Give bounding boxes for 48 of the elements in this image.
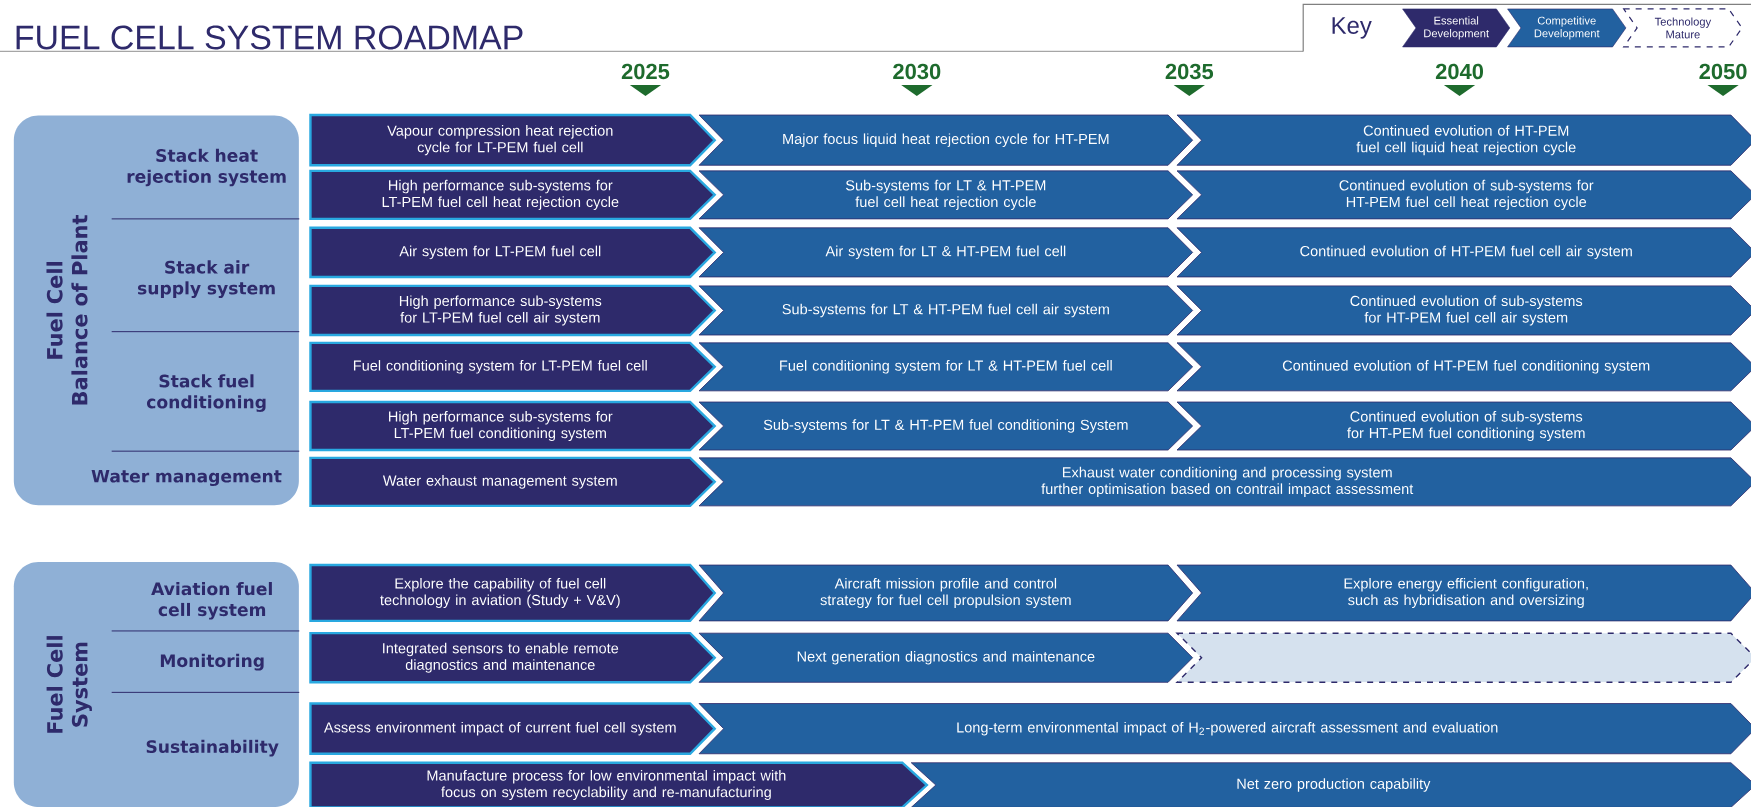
node-label: Continued evolution of HT-PEM fuel conditioning system xyxy=(1282,359,1650,374)
row-heading: Stack heat rejection system xyxy=(127,148,286,187)
roadmap-bar: Sub-systems for LT & HT-PEM fuel conditioning System xyxy=(698,401,1194,451)
node-label: Continued evolution of HT-PEM fuel cell air system xyxy=(1300,245,1632,259)
roadmap-bar: Water exhaust management system xyxy=(309,456,717,507)
node-label: Continued evolution of sub-systems for HT-PEM fuel cell air system xyxy=(1350,295,1583,326)
row-heading: Water management xyxy=(91,469,282,486)
node-label: Continued evolution of HT-PEM fuel cell liquid heat rejection cycle xyxy=(1356,124,1576,156)
legend-item: Essential Development xyxy=(1402,8,1511,47)
roadmap-bar: Next generation diagnostics and maintenance xyxy=(698,632,1194,683)
roadmap-bar xyxy=(1175,632,1751,683)
roadmap-bar: Integrated sensors to enable remote diagnostics and maintenance xyxy=(309,631,717,684)
row-heading: Stack air supply system xyxy=(137,260,275,298)
roadmap-bar: Continued evolution of HT-PEM fuel cell air system xyxy=(1176,227,1751,278)
roadmap-bar: Continued evolution of HT-PEM fuel cell liquid heat rejection cycle xyxy=(1176,114,1751,166)
legend-item: Competitive Development xyxy=(1507,8,1627,47)
roadmap-bar: Continued evolution of HT-PEM fuel conditioning system xyxy=(1176,342,1751,392)
roadmap-bar: High performance sub-systems for LT-PEM fuel conditioning system xyxy=(309,400,717,452)
roadmap-bar: Continued evolution of sub-systems for HT-PEM fuel cell air system xyxy=(1176,285,1751,336)
roadmap-bar: Vapour compression heat rejection cycle for LT-PEM fuel cell xyxy=(309,113,717,167)
roadmap-bar: Sub-systems for LT & HT-PEM fuel cell air system xyxy=(698,285,1194,336)
roadmap-bar: Explore energy efficient configuration, such as hybridisation and oversizing xyxy=(1176,564,1751,622)
node-label: Continued evolution of sub-systems for HT-PEM fuel cell heat rejection cycle xyxy=(1339,179,1594,210)
row-heading: Monitoring xyxy=(160,653,264,671)
roadmap-bar: Exhaust water conditioning and processing system further optimisation based on contrail impact assessment xyxy=(698,457,1751,507)
roadmap-bar: Aircraft mission profile and control strategy for fuel cell propulsion system xyxy=(698,564,1194,622)
roadmap-bar: Fuel conditioning system for LT-PEM fuel cell xyxy=(309,341,717,392)
roadmap-bar: Net zero production capability xyxy=(910,762,1751,807)
node-label: Explore energy efficient configuration, such as hybridisation and oversizing xyxy=(1344,577,1588,608)
roadmap-bar: Long-term environmental impact of H$_{2}$-powered aircraft assessment and evaluation xyxy=(698,702,1751,754)
roadmap-bar: High performance sub-systems for LT-PEM fuel cell air system xyxy=(309,284,717,337)
title: FUEL CELL SYSTEM ROADMAP xyxy=(16,25,523,50)
roadmap-bar: Fuel conditioning system for LT & HT-PEM fuel cell xyxy=(698,342,1194,392)
node-label: Continued evolution of sub-systems for HT-PEM fuel conditioning system xyxy=(1347,410,1585,441)
roadmap-bar: Continued evolution of sub-systems for HT-PEM fuel conditioning system xyxy=(1176,401,1751,451)
row-heading: Stack fuel conditioning xyxy=(147,374,266,412)
roadmap-bar: Air system for LT & HT-PEM fuel cell xyxy=(698,227,1194,278)
roadmap-bar: Sub-systems for LT & HT-PEM fuel cell heat rejection cycle xyxy=(698,170,1194,220)
legend-item: Technology Mature xyxy=(1622,8,1743,48)
roadmap-bar: Explore the capability of fuel cell technology in aviation (Study + V&V) xyxy=(309,563,717,622)
roadmap-bar: Continued evolution of sub-systems for HT-PEM fuel cell heat rejection cycle xyxy=(1176,170,1751,220)
roadmap-bar: Major focus liquid heat rejection cycle for HT-PEM xyxy=(698,114,1194,166)
roadmap-bar: Assess environment impact of current fuel cell system xyxy=(309,702,717,755)
roadmap-bar: Manufacture process for low environmental impact with focus on system recyclability and re-manufacturing xyxy=(309,761,929,807)
row-heading: Aviation fuel cell system xyxy=(151,581,272,620)
roadmap-bar: High performance sub-systems for LT-PEM fuel cell heat rejection cycle xyxy=(309,169,717,220)
row-heading: Sustainability xyxy=(146,739,279,757)
roadmap-bar: Air system for LT-PEM fuel cell xyxy=(309,226,717,278)
